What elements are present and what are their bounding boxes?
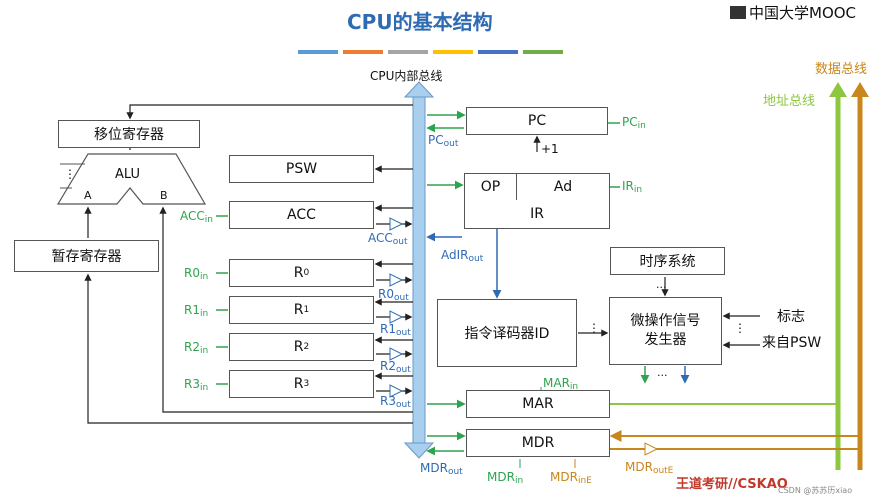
mdr-out-signal: MDRout: [420, 461, 463, 477]
alu-shape: [56, 153, 207, 205]
r2-label: R: [293, 339, 304, 355]
psw-source-label: 来自PSW: [762, 335, 822, 351]
logo-icon: [730, 6, 746, 19]
ir-in-signal: IRin: [622, 179, 643, 195]
alu-dots: ⋮: [64, 167, 76, 181]
pc-increment: +1: [541, 142, 559, 156]
acc-in-signal: ACCin: [180, 209, 213, 225]
flag-label: 标志: [777, 309, 805, 325]
data-bus-label: 数据总线: [815, 62, 868, 77]
address-bus-label: 地址总线: [763, 94, 816, 109]
pc-register: PC: [466, 107, 608, 135]
r1-out-signal: R1out: [380, 322, 411, 338]
r3-label: R: [293, 376, 304, 392]
mar-register: MAR: [466, 390, 610, 418]
r2-sub: 2: [303, 342, 310, 352]
footer-brand: 王道考研//CSKAO: [676, 477, 788, 492]
mdr-out-e-gate: [644, 442, 659, 456]
instruction-decoder: 指令译码器ID: [437, 299, 577, 367]
acc-out-signal: ACCout: [368, 231, 408, 247]
mooc-logo: 中国大学MOOC: [730, 6, 856, 21]
shift-register: 移位寄存器: [58, 120, 200, 148]
r1-sub: 1: [303, 305, 310, 315]
mdr-out-e-signal: MDRoutE: [625, 460, 674, 476]
title-color-bar: [298, 50, 563, 54]
internal-bus: [403, 81, 435, 459]
r3-sub: 3: [303, 379, 310, 389]
micro-op-generator: 微操作信号发生器: [609, 297, 722, 365]
acc-register: ACC: [229, 201, 374, 229]
logo-text: 中国大学MOOC: [749, 4, 857, 22]
r3-out-signal: R3out: [380, 394, 411, 410]
alu-label: ALU: [115, 167, 141, 182]
r0-label: R: [293, 265, 304, 281]
page-title: CPU的基本结构: [347, 10, 493, 34]
r1-in-signal: R1in: [184, 303, 209, 319]
watermark: CSDN @苏苏历xiao: [778, 486, 853, 495]
decoder-dots: ⋮: [588, 321, 600, 335]
internal-bus-label: CPU内部总线: [370, 69, 443, 83]
ir-op-field: OP: [464, 173, 517, 201]
alu-input-a: A: [84, 189, 92, 202]
micro-op-line1: 微操作信号: [630, 313, 701, 330]
data-bus: [851, 82, 869, 470]
timing-dots: ···: [656, 281, 667, 294]
alu-input-b: B: [160, 189, 168, 202]
r2-out-signal: R2out: [380, 359, 411, 375]
flag-dots: ⋮: [734, 321, 746, 335]
mdr-register: MDR: [466, 429, 610, 457]
r3-in-signal: R3in: [184, 377, 209, 393]
adir-out-signal: AdIRout: [441, 248, 484, 264]
pc-out-signal: PCout: [428, 133, 459, 149]
mdr-in-signal: MDRin: [487, 470, 524, 486]
mar-in-signal: MARin: [543, 376, 579, 392]
address-bus: [829, 82, 847, 470]
micro-out-dots: ···: [657, 369, 668, 382]
pc-in-signal: PCin: [622, 115, 646, 131]
mdr-in-e-signal: MDRinE: [550, 470, 592, 486]
ir-ad-field: Ad: [516, 173, 610, 201]
r0-in-signal: R0in: [184, 266, 209, 282]
r1-label: R: [293, 302, 304, 318]
r0-out-signal: R0out: [378, 287, 409, 303]
register-out-gates: [376, 217, 413, 398]
bus-to-shift-line: [126, 104, 413, 120]
ir-register: IR: [464, 200, 610, 229]
timing-system: 时序系统: [610, 247, 725, 275]
psw-register: PSW: [229, 155, 374, 183]
micro-op-line2: 发生器: [644, 332, 687, 348]
r0-sub: 0: [303, 268, 310, 278]
temp-register: 暂存寄存器: [14, 240, 159, 272]
r2-in-signal: R2in: [184, 340, 209, 356]
